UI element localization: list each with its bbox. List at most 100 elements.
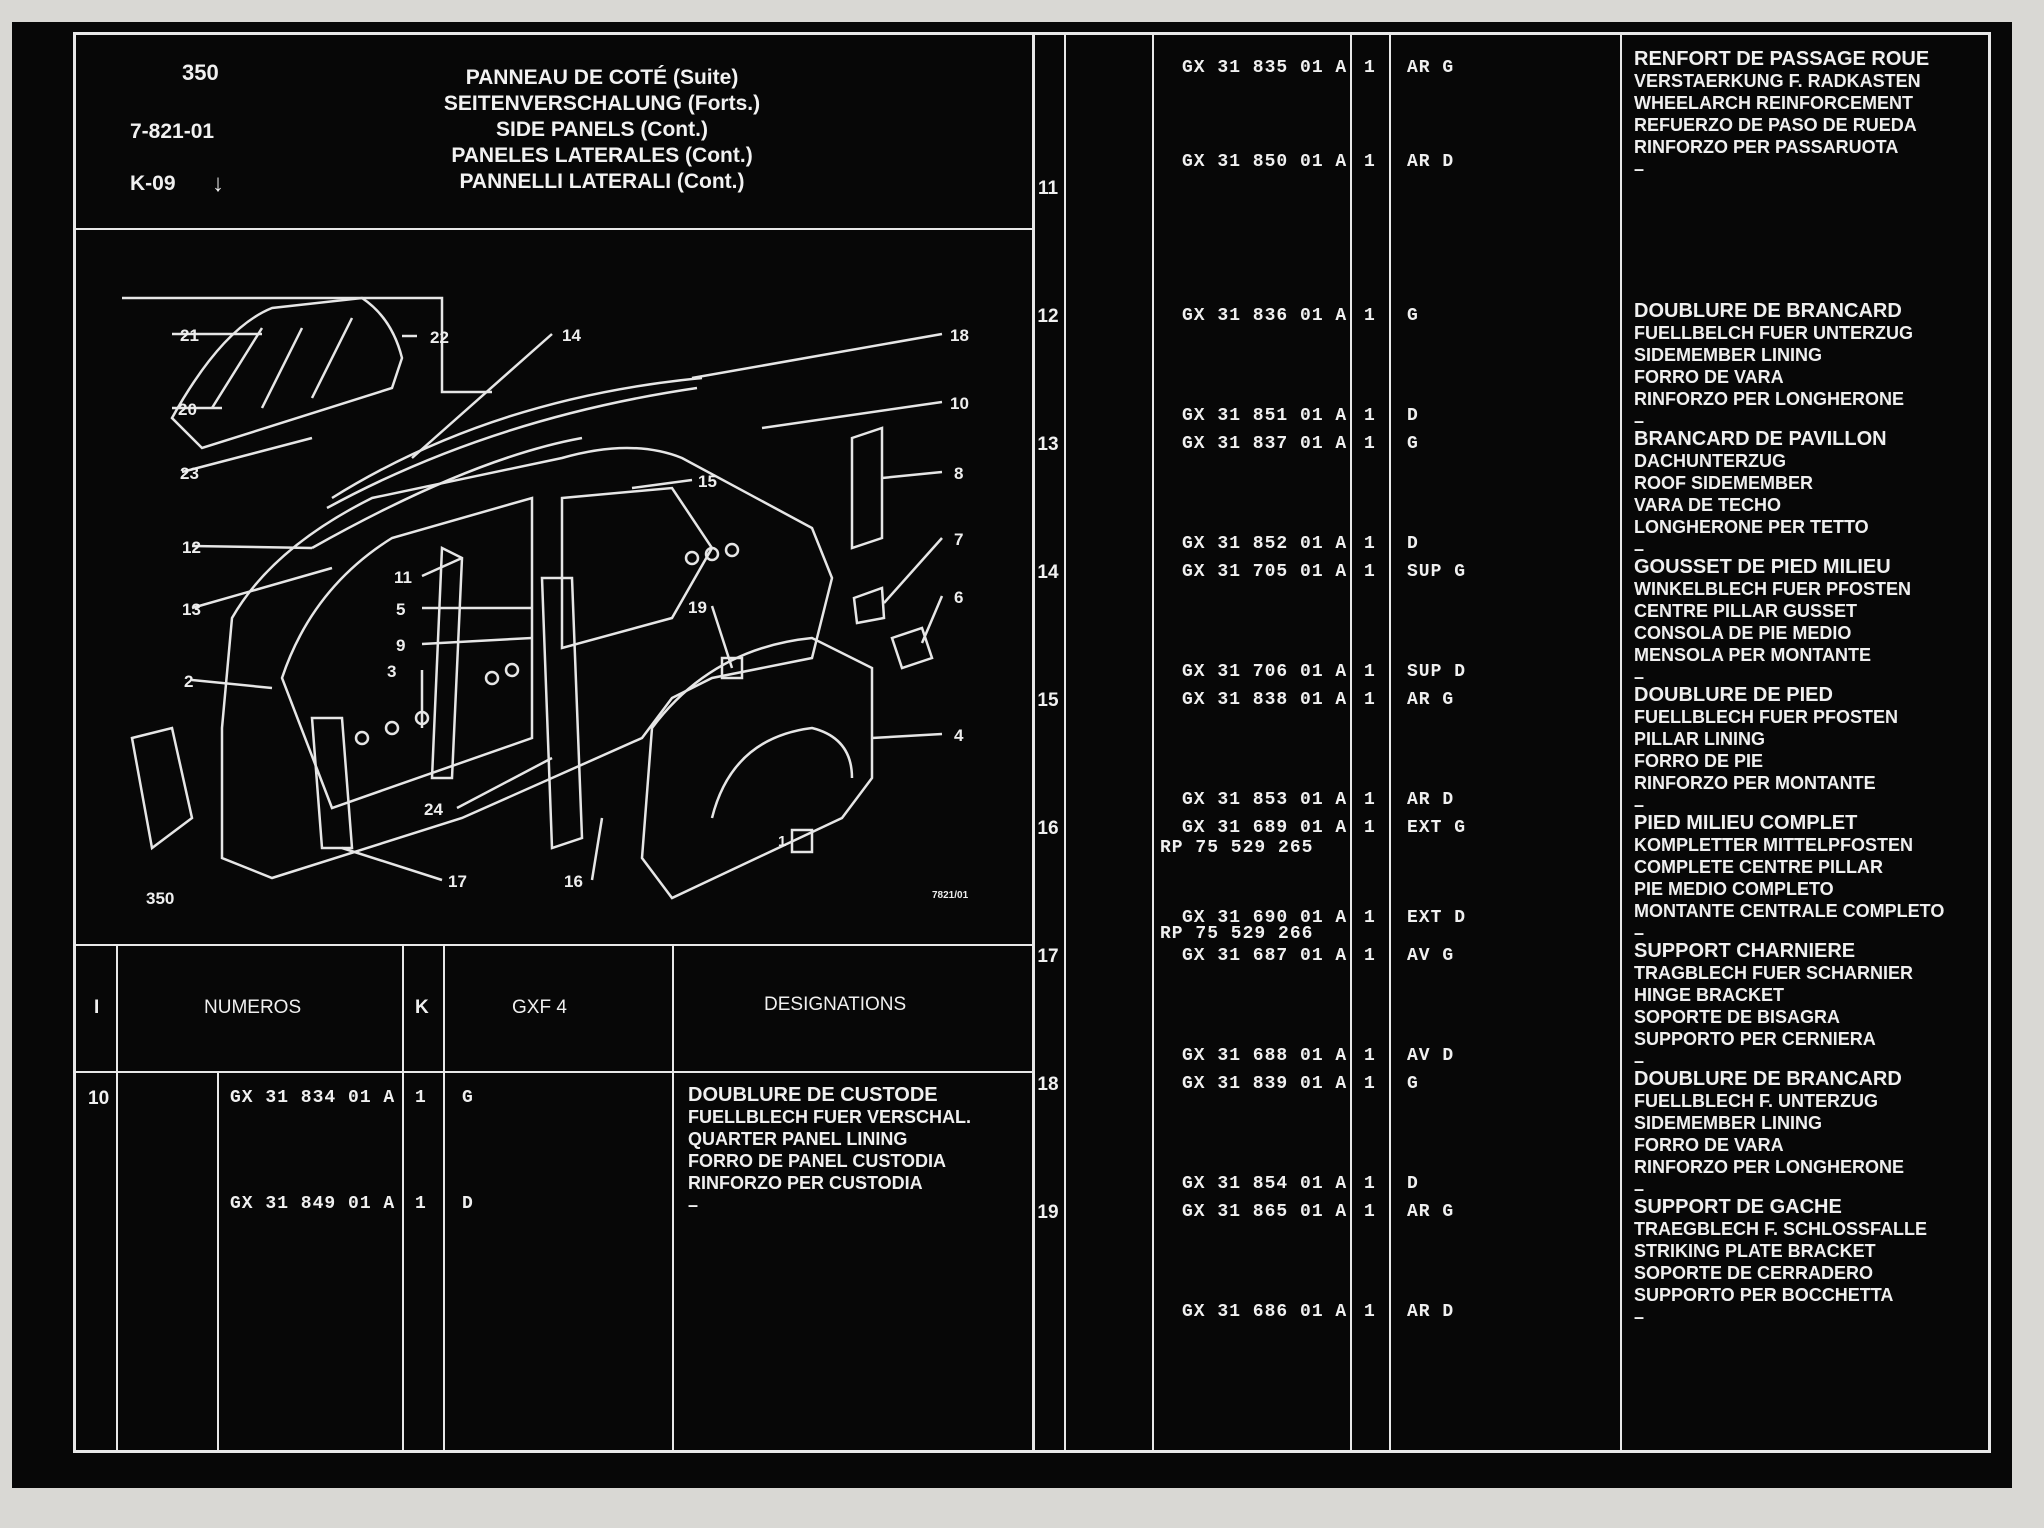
rear-door-opening (560, 486, 714, 650)
callout: 17 (448, 872, 467, 891)
callout: 12 (182, 538, 201, 557)
key-code: K-09 (130, 172, 176, 195)
part-qty: 1 (1364, 306, 1376, 326)
part-number: GX 31 839 01 A (1182, 1074, 1348, 1094)
part-number: GX 31 854 01 A (1182, 1174, 1348, 1194)
designation-line: LONGHERONE PER TETTO (1634, 517, 1869, 537)
designation-line: WHEELARCH REINFORCEMENT (1634, 93, 1913, 113)
divider-diagram (73, 944, 1035, 946)
leader-13 (191, 566, 333, 610)
leader-18 (691, 332, 943, 380)
hinge-bracket-17 (310, 716, 354, 850)
row-index: 13 (1037, 434, 1059, 455)
designation-title: SUPPORT CHARNIERE (1634, 940, 1856, 962)
part-number: GX 31 852 01 A (1182, 534, 1348, 554)
title-de: SEITENVERSCHALUNG (Forts.) (443, 92, 761, 115)
divider-middle (1032, 32, 1035, 1452)
designation-title: BRANCARD DE PAVILLON (1634, 428, 1887, 450)
designation-title: SUPPORT DE GACHE (1634, 1196, 1842, 1218)
callout: 23 (180, 464, 199, 483)
callout-labels: 21 22 14 18 20 10 23 15 8 12 11 7 13 5 1… (178, 326, 969, 891)
part-qty: 1 (1364, 1202, 1376, 1222)
title-es: PANELES LATERALES (Cont.) (451, 144, 753, 167)
callout: 24 (424, 800, 443, 819)
part-number: GX 31 689 01 A (1182, 818, 1348, 838)
part-side: G (1407, 306, 1419, 326)
part-number: GX 31 838 01 A (1182, 690, 1348, 710)
designation-line: – (1634, 795, 1645, 815)
part-side: D (1407, 534, 1419, 554)
part-number: GX 31 853 01 A (1182, 790, 1348, 810)
designation-line: HINGE BRACKET (1634, 985, 1785, 1005)
designation-line: FUELLBELCH FUER UNTERZUG (1634, 323, 1913, 343)
part-side: AR G (1407, 1202, 1455, 1222)
part-side: D (1407, 406, 1419, 426)
part-qty: 1 (1364, 1046, 1376, 1066)
part-qty: 1 (1364, 152, 1376, 172)
part-qty: 1 (1364, 406, 1376, 426)
a-pillar (430, 546, 464, 780)
designation-line: SUPPORTO PER BOCCHETTA (1634, 1285, 1894, 1305)
part-side: AR D (1407, 790, 1455, 810)
part-qty: 1 (1364, 1302, 1376, 1322)
designation-line: PILLAR LINING (1634, 729, 1765, 749)
down-arrow-icon: ↓ (212, 170, 224, 197)
divider-header (73, 228, 1035, 230)
row-index: 17 (1037, 946, 1059, 967)
centre-pillar (540, 576, 584, 850)
part-number: GX 31 835 01 A (1182, 58, 1348, 78)
part-side: AR D (1407, 1302, 1455, 1322)
leader-11 (421, 556, 463, 578)
leader-9 (421, 636, 533, 646)
part-side: SUP G (1407, 562, 1467, 582)
leader-19 (710, 605, 734, 669)
part-number: GX 31 851 01 A (1182, 406, 1348, 426)
col-header-k: K (415, 997, 429, 1018)
designation-line: FORRO DE VARA (1634, 1135, 1784, 1155)
designation-line: PIE MEDIO COMPLETO (1634, 879, 1834, 899)
hole (704, 546, 720, 562)
col-header-designations: DESIGNATIONS (764, 994, 907, 1015)
wheel-arch (710, 726, 854, 819)
designation-line: ROOF SIDEMEMBER (1634, 473, 1814, 493)
row-index: 16 (1037, 818, 1059, 839)
designation-line: FUELLBLECH FUER VERSCHAL. (688, 1107, 971, 1127)
part-number: GX 31 850 01 A (1182, 152, 1348, 172)
diagram-linework (122, 296, 944, 900)
callout: 22 (430, 328, 449, 347)
drawing-reference: 7821/01 (932, 890, 969, 901)
diagram-page-label: 350 (146, 889, 174, 908)
inset-pillars (210, 317, 354, 409)
reference-number: 7-821-01 (130, 120, 215, 143)
part-number: GX 31 865 01 A (1182, 1202, 1348, 1222)
designation-title: DOUBLURE DE BRANCARD (1634, 1068, 1902, 1090)
title-en: SIDE PANELS (Cont.) (496, 118, 708, 141)
designation-title: GOUSSET DE PIED MILIEU (1634, 556, 1891, 578)
designation-line: RINFORZO PER LONGHERONE (1634, 1157, 1905, 1177)
designation-line: MENSOLA PER MONTANTE (1634, 645, 1871, 665)
rcol-line-1 (1152, 32, 1154, 1452)
front-lower-panel (130, 726, 194, 851)
leader-2 (191, 678, 273, 690)
col-header-model: GXF 4 (512, 997, 567, 1018)
row-index: 19 (1037, 1202, 1059, 1223)
row-index: 18 (1037, 1074, 1059, 1095)
title-fr: PANNEAU DE COTÉ (Suite) (465, 66, 739, 89)
designation-line: REFUERZO DE PASO DE RUEDA (1634, 115, 1917, 135)
designation-line: FORRO DE VARA (1634, 367, 1784, 387)
designation-line: TRAEGBLECH F. SCHLOSSFALLE (1634, 1219, 1928, 1239)
part-number: GX 31 690 01 A (1182, 908, 1348, 928)
designation-line: SUPPORTO PER CERNIERA (1634, 1029, 1876, 1049)
part-qty: 1 (1364, 790, 1376, 810)
part-side: AR D (1407, 152, 1455, 172)
frame-right (1988, 32, 1991, 1452)
designation-line: WINKELBLECH FUER PFOSTEN (1634, 579, 1911, 599)
designation-title: DOUBLURE DE BRANCARD (1634, 300, 1902, 322)
row-index: 12 (1037, 306, 1059, 327)
designation-line: – (1634, 1307, 1645, 1327)
part-side: D (1407, 1174, 1419, 1194)
part-number: RP 75 529 266 (1160, 924, 1314, 944)
body-side-panel (220, 446, 834, 880)
callout: 14 (562, 326, 581, 345)
